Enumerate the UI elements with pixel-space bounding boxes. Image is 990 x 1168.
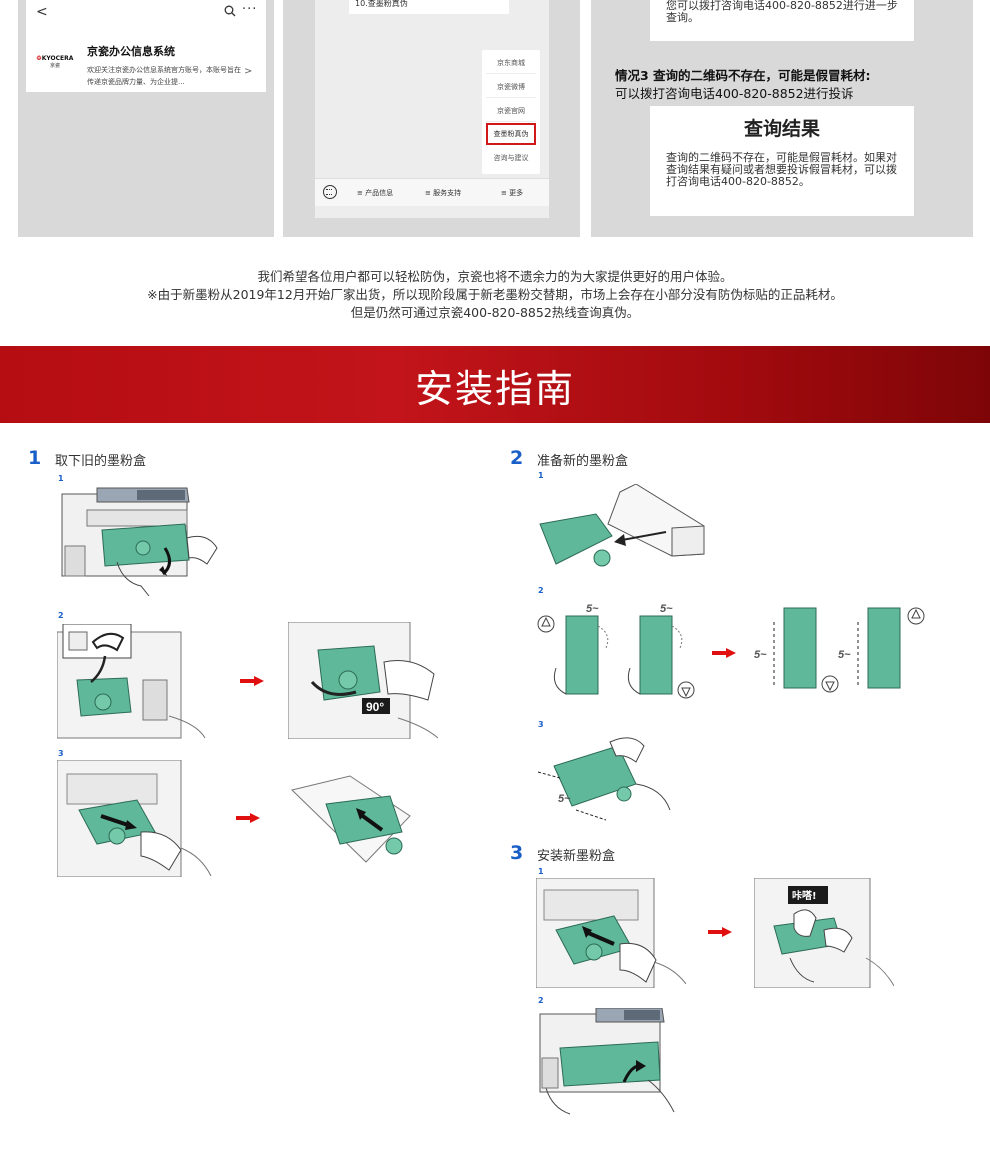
five-times-label: 5~ — [558, 793, 571, 805]
wechat-account-card[interactable]: < ··· ❂KYOCERA 京瓷 京瓷办公信息系统 欢迎关注京瓷办公信息系统官… — [26, 0, 266, 92]
step-3-number: 3 — [510, 842, 524, 864]
more-menu-popup: 京东商城 京瓷微博 京瓷官网 查墨粉真伪 咨询与建议 — [482, 50, 540, 174]
note-line: ※由于新墨粉从2019年12月开始厂家出货，所以现阶段属于新老墨粉交替期，市场上… — [147, 287, 843, 302]
install-toner-illustration-2: 咔嗒! — [754, 878, 894, 988]
case3-text: 可以拨打咨询电话400-820-8852进行投诉 — [615, 86, 854, 101]
note-line: 我们希望各位用户都可以轻松防伪，京瓷也将不遗余力的为大家提供更好的用户体验。 — [257, 269, 733, 284]
wechat-account-panel: < ··· ❂KYOCERA 京瓷 京瓷办公信息系统 欢迎关注京瓷办公信息系统官… — [18, 0, 274, 237]
chat-bottom-bar: ≡ 产品信息 ≡ 服务支持 ≡ 更多 — [315, 178, 549, 206]
step-1-number: 1 — [28, 447, 42, 469]
chat-menu-panel: 10.查墨粉真伪 京东商城 京瓷微博 京瓷官网 查墨粉真伪 咨询与建议 ≡ 产品… — [283, 0, 580, 237]
chat-message: 10.查墨粉真伪 — [349, 0, 509, 14]
ninety-degree-label: 90° — [366, 700, 384, 714]
menu-item-verify-toner[interactable]: 查墨粉真伪 — [486, 123, 536, 145]
step-2-number: 2 — [510, 447, 524, 469]
anti-counterfeit-notes: 我们希望各位用户都可以轻松防伪，京瓷也将不遗余力的为大家提供更好的用户体验。 ※… — [0, 268, 990, 322]
remove-toner-illustration-1 — [57, 486, 222, 598]
chevron-right-icon[interactable]: > — [244, 66, 253, 77]
substep-number: 1 — [538, 471, 544, 480]
click-sound-label: 咔嗒! — [792, 889, 817, 902]
shake-toner-illustration-3: 5~ — [536, 732, 676, 824]
result-card: 查询结果 查询的二维码不存在，可能是假冒耗材。如果对查询结果有疑问或者想要投诉假… — [650, 106, 914, 216]
substep-number: 1 — [538, 867, 544, 876]
five-times-label: 5~ — [586, 603, 599, 615]
more-icon[interactable]: ··· — [242, 2, 258, 17]
shake-toner-illustration-2: 5~ 5~ — [752, 598, 930, 702]
previous-case-text: 您可以拨打咨询电话400-820-8852进行进一步查询。 — [650, 0, 914, 41]
remove-toner-illustration-3: 90° — [288, 622, 438, 739]
tab-service[interactable]: ≡ 服务支持 — [425, 189, 462, 197]
verification-screens: < ··· ❂KYOCERA 京瓷 京瓷办公信息系统 欢迎关注京瓷办公信息系统官… — [0, 0, 990, 238]
case3-title: 情况3 查询的二维码不存在，可能是假冒耗材: — [615, 68, 871, 83]
unbox-toner-illustration — [536, 484, 708, 574]
remove-toner-illustration-4 — [57, 760, 212, 877]
note-line: 但是仍然可通过京瓷400-820-8852热线查询真伪。 — [350, 305, 640, 320]
arrow-right-icon — [712, 648, 736, 658]
close-cover-illustration — [536, 1008, 681, 1116]
result-text: 查询的二维码不存在，可能是假冒耗材。如果对查询结果有疑问或者想要投诉假冒耗材，可… — [666, 151, 897, 188]
substep-number: 2 — [538, 586, 544, 595]
menu-item-weibo[interactable]: 京瓷微博 — [486, 76, 536, 98]
arrow-right-icon — [240, 676, 264, 686]
step-1-label: 取下旧的墨粉盒 — [55, 454, 147, 469]
remove-toner-illustration-2 — [57, 624, 207, 739]
arrow-right-icon — [708, 927, 732, 937]
shake-toner-illustration-1: 5~ 5~ — [536, 598, 706, 702]
result-title: 查询结果 — [743, 118, 820, 140]
substep-number: 3 — [538, 720, 544, 729]
menu-item-website[interactable]: 京瓷官网 — [486, 100, 536, 122]
install-toner-illustration-1 — [536, 878, 686, 988]
menu-item-jd[interactable]: 京东商城 — [486, 52, 536, 74]
banner-title: 安装指南 — [414, 367, 575, 411]
account-description: 欢迎关注京瓷办公信息系统官方账号，本账号旨在传递京瓷品牌力量、为企业提... — [87, 66, 241, 86]
tab-more[interactable]: ≡ 更多 — [501, 189, 524, 197]
search-icon[interactable] — [224, 5, 236, 17]
substep-number: 3 — [58, 749, 64, 758]
chat-window: 10.查墨粉真伪 京东商城 京瓷微博 京瓷官网 查墨粉真伪 咨询与建议 ≡ 产品… — [315, 0, 549, 218]
tab-products[interactable]: ≡ 产品信息 — [357, 189, 394, 197]
substep-number: 2 — [58, 611, 64, 620]
step-2-label: 准备新的墨粉盒 — [537, 454, 629, 469]
account-name: 京瓷办公信息系统 — [87, 45, 175, 58]
kyocera-logo: ❂KYOCERA 京瓷 — [36, 55, 74, 69]
substep-number: 2 — [538, 996, 544, 1005]
menu-item-feedback[interactable]: 咨询与建议 — [493, 154, 529, 162]
five-times-label: 5~ — [838, 649, 851, 661]
install-guide-banner: 安装指南 — [0, 346, 990, 423]
arrow-right-icon — [236, 813, 260, 823]
step-3-label: 安装新墨粉盒 — [537, 849, 616, 864]
query-result-panel: 您可以拨打咨询电话400-820-8852进行进一步查询。 情况3 查询的二维码… — [591, 0, 973, 237]
keyboard-icon[interactable] — [323, 185, 337, 199]
substep-number: 1 — [58, 474, 64, 483]
back-icon[interactable]: < — [36, 4, 48, 20]
five-times-label: 5~ — [754, 649, 767, 661]
toner-in-bag-illustration — [290, 774, 415, 864]
five-times-label: 5~ — [660, 603, 673, 615]
